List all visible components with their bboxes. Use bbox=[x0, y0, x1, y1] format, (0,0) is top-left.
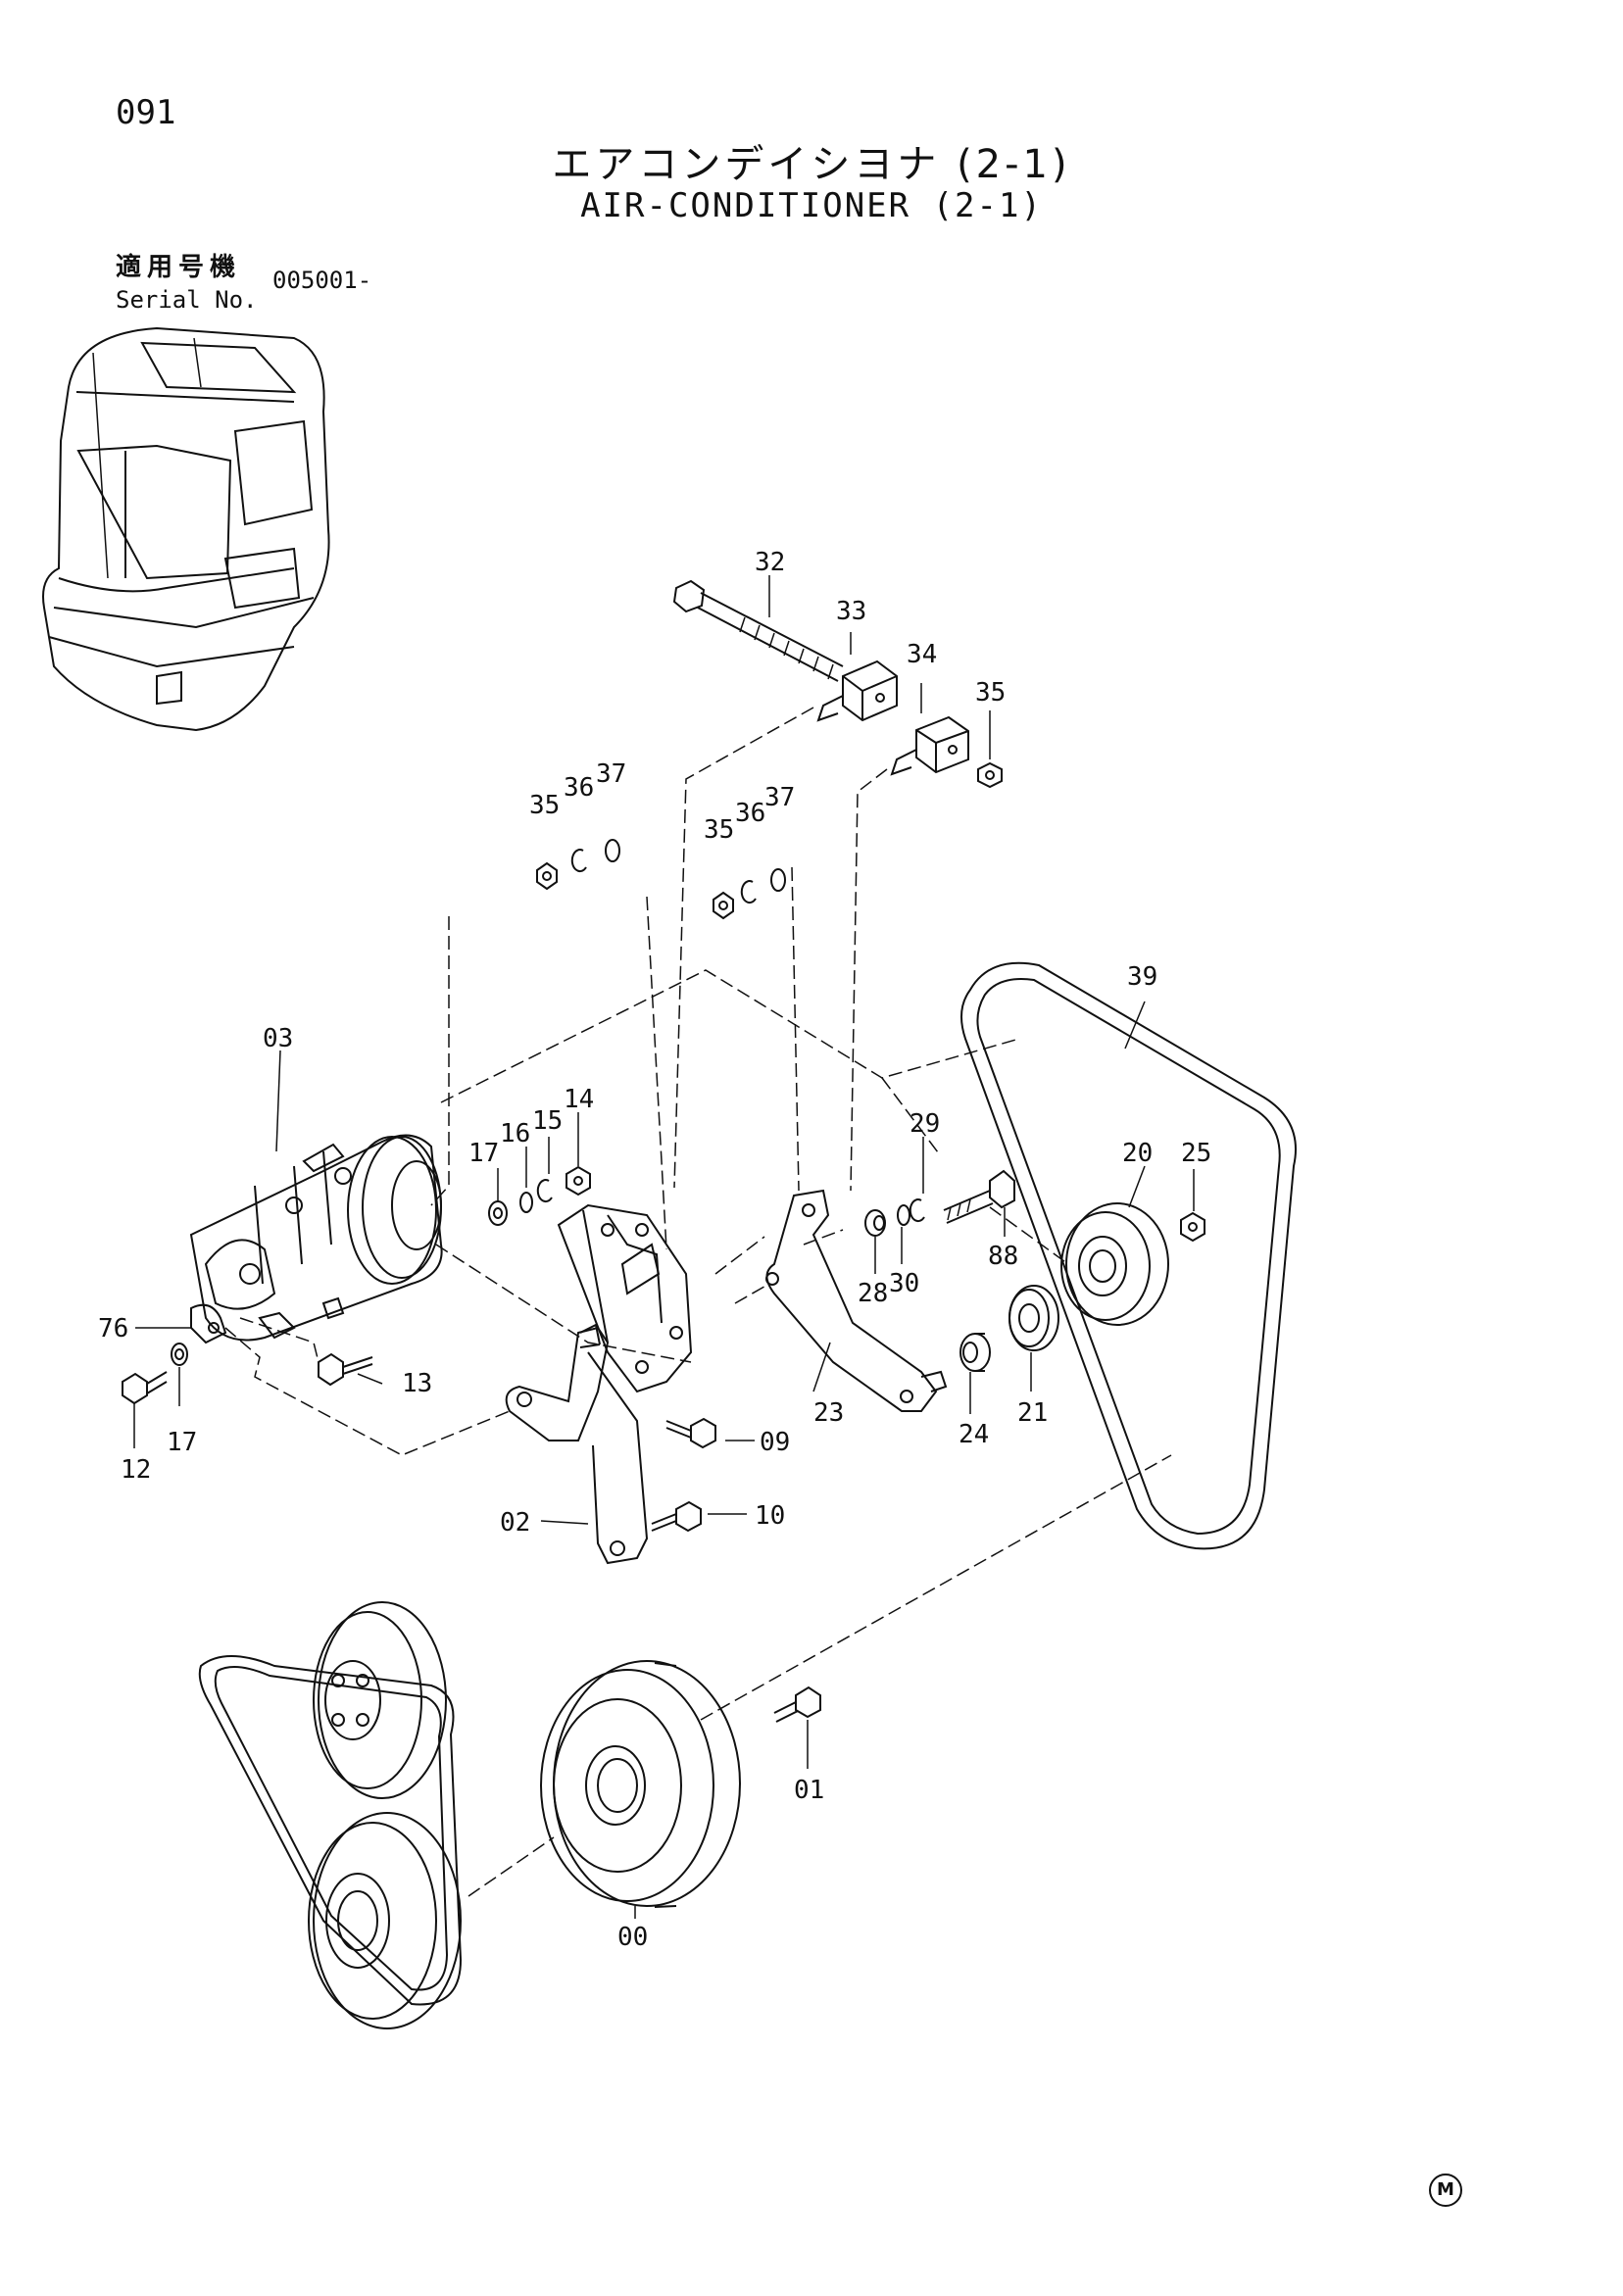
bolt-10 bbox=[651, 1500, 702, 1533]
adjuster-bracket-23 bbox=[765, 1189, 948, 1412]
bolt-88-washer-29 bbox=[909, 1169, 1015, 1224]
bolt-32 bbox=[672, 579, 844, 682]
callout-30: 30 bbox=[889, 1269, 919, 1298]
callout-01: 01 bbox=[794, 1776, 824, 1805]
bolt-01 bbox=[773, 1685, 821, 1723]
bracket-02 bbox=[505, 1323, 649, 1565]
pulley-00 bbox=[540, 1660, 741, 1908]
callout-16: 16 bbox=[500, 1119, 530, 1148]
bolt-13 bbox=[318, 1352, 373, 1387]
engine-pulleys-and-belt bbox=[198, 1601, 463, 2029]
callout-14: 14 bbox=[564, 1085, 594, 1114]
callout-labels: 32 33 34 35 35 36 37 35 36 37 39 03 17 1… bbox=[98, 548, 1211, 1952]
callout-00: 00 bbox=[617, 1923, 648, 1952]
spacer-28-washer-30 bbox=[864, 1204, 910, 1237]
compressor-03 bbox=[189, 1134, 443, 1342]
callout-35-mid: 35 bbox=[704, 815, 734, 845]
bearing-21 bbox=[1008, 1285, 1059, 1351]
serial-label-japanese: 適用号機 bbox=[116, 253, 242, 282]
callout-13: 13 bbox=[402, 1369, 432, 1398]
callout-34: 34 bbox=[907, 640, 937, 669]
mounting-plate bbox=[557, 1203, 693, 1393]
bolt-12 bbox=[122, 1371, 168, 1405]
assembly-lines bbox=[133, 575, 1195, 1919]
m-mark-symbol: M bbox=[1429, 2174, 1462, 2207]
nut-35-top bbox=[977, 761, 1003, 789]
callout-23: 23 bbox=[813, 1398, 844, 1428]
callout-17-lower: 17 bbox=[167, 1428, 197, 1457]
callout-33: 33 bbox=[836, 597, 866, 626]
callout-24: 24 bbox=[959, 1420, 989, 1449]
serial-number-value: 005001- bbox=[272, 267, 372, 294]
idler-pulley-20 bbox=[1060, 1202, 1169, 1326]
nut-25 bbox=[1180, 1211, 1205, 1243]
callout-15: 15 bbox=[532, 1106, 563, 1136]
callout-20: 20 bbox=[1122, 1139, 1153, 1168]
callout-88: 88 bbox=[988, 1242, 1018, 1271]
callout-12: 12 bbox=[121, 1455, 151, 1485]
callout-39: 39 bbox=[1127, 962, 1157, 992]
callout-32: 32 bbox=[755, 548, 785, 577]
hardware-14-17 bbox=[488, 1165, 591, 1226]
serial-label-english: Serial No. bbox=[116, 286, 258, 314]
callout-35-left: 35 bbox=[529, 791, 560, 820]
belt-39 bbox=[960, 961, 1297, 1550]
callout-17-upper: 17 bbox=[468, 1139, 499, 1168]
callout-21: 21 bbox=[1017, 1398, 1048, 1428]
block-33 bbox=[816, 659, 898, 722]
callout-36-left: 36 bbox=[564, 773, 594, 803]
callout-76: 76 bbox=[98, 1314, 128, 1343]
callout-09: 09 bbox=[760, 1428, 790, 1457]
washer-17-lower bbox=[171, 1343, 188, 1366]
callout-37-mid: 37 bbox=[764, 783, 795, 812]
callout-36-mid: 36 bbox=[735, 799, 765, 828]
machine-cab-illustration bbox=[42, 326, 330, 732]
callout-02: 02 bbox=[500, 1508, 530, 1538]
callout-35-top: 35 bbox=[975, 678, 1006, 708]
block-34 bbox=[890, 715, 969, 776]
spacer-24 bbox=[959, 1333, 991, 1372]
hardware-stack-left bbox=[536, 839, 620, 891]
callout-10: 10 bbox=[755, 1501, 785, 1531]
title-japanese: エアコンデイシヨナ (2-1) bbox=[552, 142, 1071, 187]
callout-03: 03 bbox=[263, 1024, 293, 1053]
hardware-stack-middle bbox=[713, 868, 786, 920]
callout-37-left: 37 bbox=[596, 759, 626, 789]
bolt-09 bbox=[665, 1417, 716, 1449]
callout-28: 28 bbox=[858, 1279, 888, 1308]
callout-25: 25 bbox=[1181, 1139, 1211, 1168]
page-number: 091 bbox=[116, 93, 176, 132]
clamp-76 bbox=[190, 1303, 227, 1344]
title-english: AIR-CONDITIONER (2-1) bbox=[580, 186, 1043, 225]
callout-29: 29 bbox=[910, 1109, 940, 1139]
